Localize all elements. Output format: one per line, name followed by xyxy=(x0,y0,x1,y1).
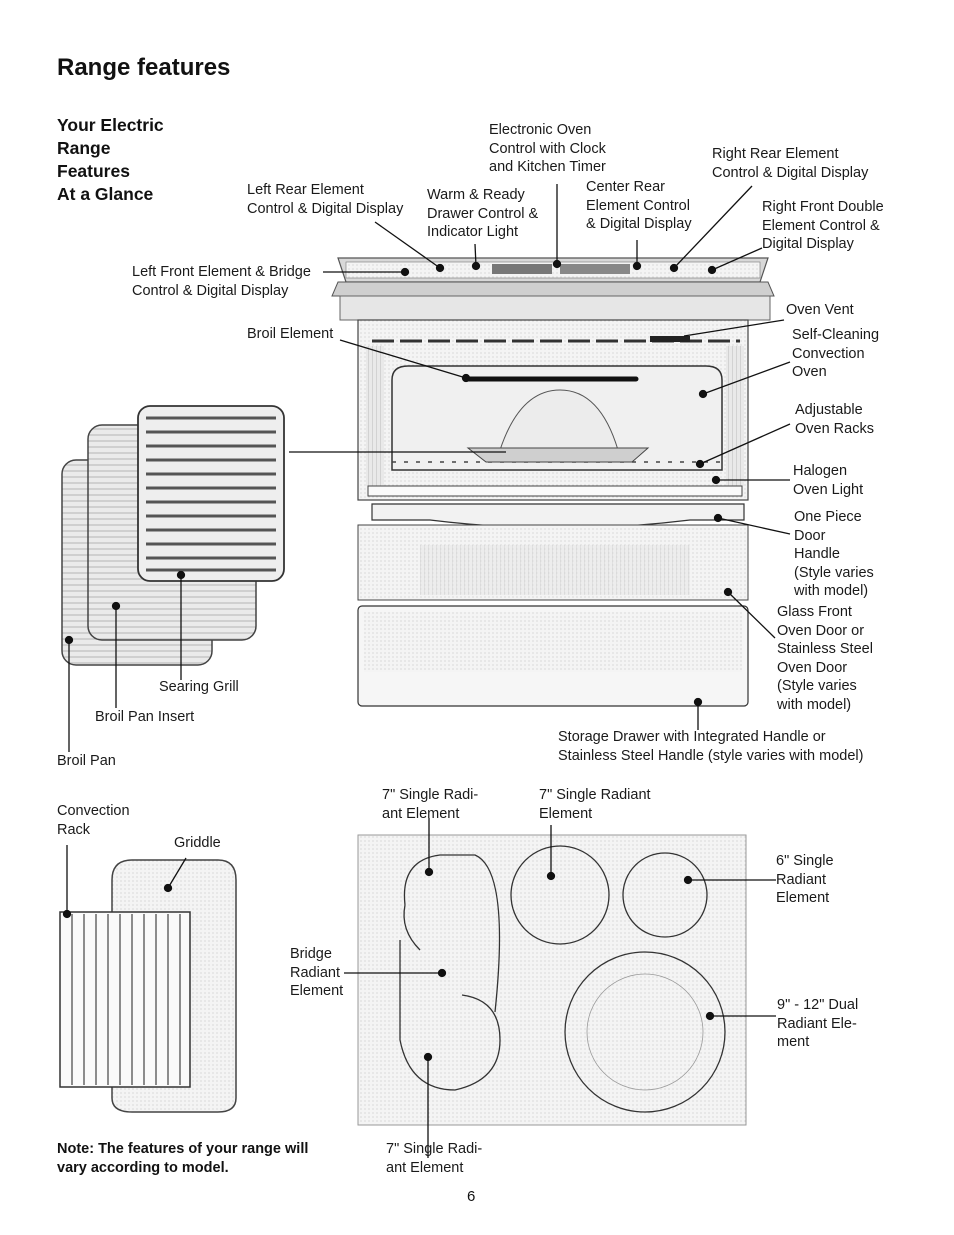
label-electronic-oven-control: Electronic Oven Control with Clock and K… xyxy=(489,122,606,175)
label-halogen-light: Halogen Oven Light xyxy=(793,463,864,498)
label-7in-single-right: 7" Single Radiant Element xyxy=(539,787,651,822)
label-7in-single-bottom: 7" Single Radi- ant Element xyxy=(386,1141,483,1176)
label-convection-rack: Convection Rack xyxy=(57,803,130,838)
label-broil-element: Broil Element xyxy=(247,326,334,342)
leader-lines xyxy=(62,184,791,1158)
label-center-rear-control: Center Rear Element Control & Digital Di… xyxy=(586,179,692,232)
section-heading: Your Electric Range Features At a Glance xyxy=(57,115,164,204)
page-number: 6 xyxy=(467,1188,476,1205)
accessories xyxy=(59,859,237,1113)
model-note: Note: The features of your range will va… xyxy=(57,1141,309,1176)
label-6in-single: 6" Single Radiant Element xyxy=(776,853,834,906)
label-door-handle: One Piece Door Handle (Style varies with… xyxy=(794,509,874,599)
label-oven-vent: Oven Vent xyxy=(786,302,854,318)
label-left-front-control: Left Front Element & Bridge Control & Di… xyxy=(132,264,311,299)
label-left-rear-control: Left Rear Element Control & Digital Disp… xyxy=(247,182,404,217)
label-adjustable-racks: Adjustable Oven Racks xyxy=(795,402,874,437)
label-7in-single-left: 7" Single Radi- ant Element xyxy=(382,787,479,822)
label-bridge-element: Bridge Radiant Element xyxy=(290,946,344,999)
page-title: Range features xyxy=(57,54,231,81)
label-self-cleaning-oven: Self-Cleaning Convection Oven xyxy=(792,327,880,380)
label-searing-grill: Searing Grill xyxy=(159,679,239,695)
label-glass-front-door: Glass Front Oven Door or Stainless Steel… xyxy=(777,604,873,713)
label-warm-ready-drawer-control: Warm & Ready Drawer Control & Indicator … xyxy=(427,187,539,240)
label-storage-drawer: Storage Drawer with Integrated Handle or… xyxy=(558,729,864,764)
label-right-rear-control: Right Rear Element Control & Digital Dis… xyxy=(712,146,869,181)
label-dual-element: 9" - 12" Dual Radiant Ele- ment xyxy=(777,997,859,1050)
cooktop xyxy=(357,834,747,1126)
label-right-front-control: Right Front Double Element Control & Dig… xyxy=(762,199,884,252)
label-broil-pan: Broil Pan xyxy=(57,753,116,769)
label-broil-pan-insert: Broil Pan Insert xyxy=(95,709,195,725)
range-body xyxy=(331,257,775,707)
broil-pan-set xyxy=(61,405,285,666)
label-griddle: Griddle xyxy=(174,835,221,851)
